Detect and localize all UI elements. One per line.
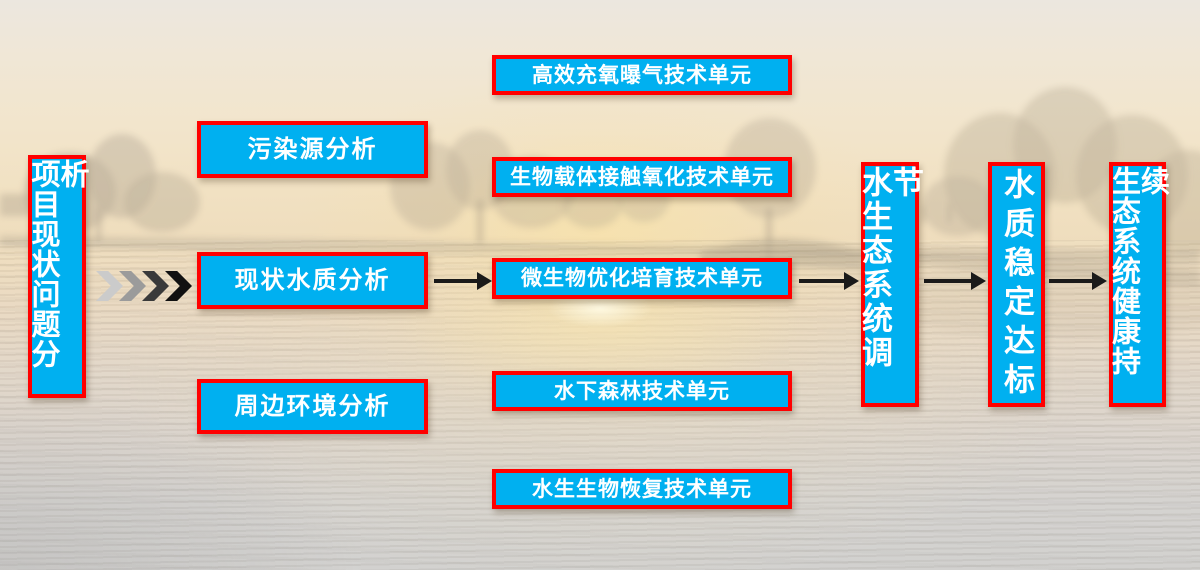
tech-unit-box-microbial-optimized-cultivation: 微生物优化培育技术单元 [492,258,792,299]
analysis-box-label: 现状水质分析 [234,266,391,294]
flow-arrow-tech-to-regulation [799,279,844,283]
flow-arrow-analysis-to-tech [434,279,477,283]
flow-arrow-standard-to-health [1049,279,1092,283]
start-box-project-problem-analysis: 项目现状问题分析 [27,155,88,398]
progress-chevrons [96,271,192,301]
chevron-right-icon [96,271,123,301]
outcome-box-aquatic-ecosystem-regulation: 水生态系统调节 [857,162,923,407]
tech-unit-label: 生物载体接触氧化技术单元 [510,165,774,189]
outcome-box-label: 生态系统健康持续 [1107,166,1169,376]
tech-unit-label: 高效充氧曝气技术单元 [532,63,752,87]
chevron-right-icon [165,271,192,301]
tech-unit-label: 微生物优化培育技术单元 [521,267,763,290]
flow-arrow-regulation-to-standard [924,279,971,283]
outcome-box-label: 水质稳定达标 [999,167,1034,402]
tech-unit-label: 水下森林技术单元 [554,379,730,403]
analysis-box-label: 周边环境分析 [234,392,391,420]
chevron-right-icon [142,271,169,301]
tech-unit-box-aquatic-life-restoration: 水生生物恢复技术单元 [492,469,792,509]
tech-unit-box-bio-carrier-contact-oxidation: 生物载体接触氧化技术单元 [492,157,792,197]
start-box-label: 项目现状问题分析 [27,159,88,369]
outcome-box-ecosystem-health-sustained: 生态系统健康持续 [1107,162,1169,407]
tech-unit-label: 水生生物恢复技术单元 [532,477,752,501]
tech-unit-box-oxygen-aeration: 高效充氧曝气技术单元 [492,55,792,95]
analysis-box-label: 污染源分析 [247,135,378,163]
outcome-box-water-quality-stable-standard: 水质稳定达标 [988,162,1045,407]
analysis-box-current-water-quality: 现状水质分析 [197,252,428,309]
chevron-right-icon [119,271,146,301]
analysis-box-pollution-source: 污染源分析 [197,121,428,178]
outcome-box-label: 水生态系统调节 [857,166,923,370]
tech-unit-box-underwater-forest: 水下森林技术单元 [492,371,792,411]
analysis-box-surrounding-environment: 周边环境分析 [197,379,428,434]
